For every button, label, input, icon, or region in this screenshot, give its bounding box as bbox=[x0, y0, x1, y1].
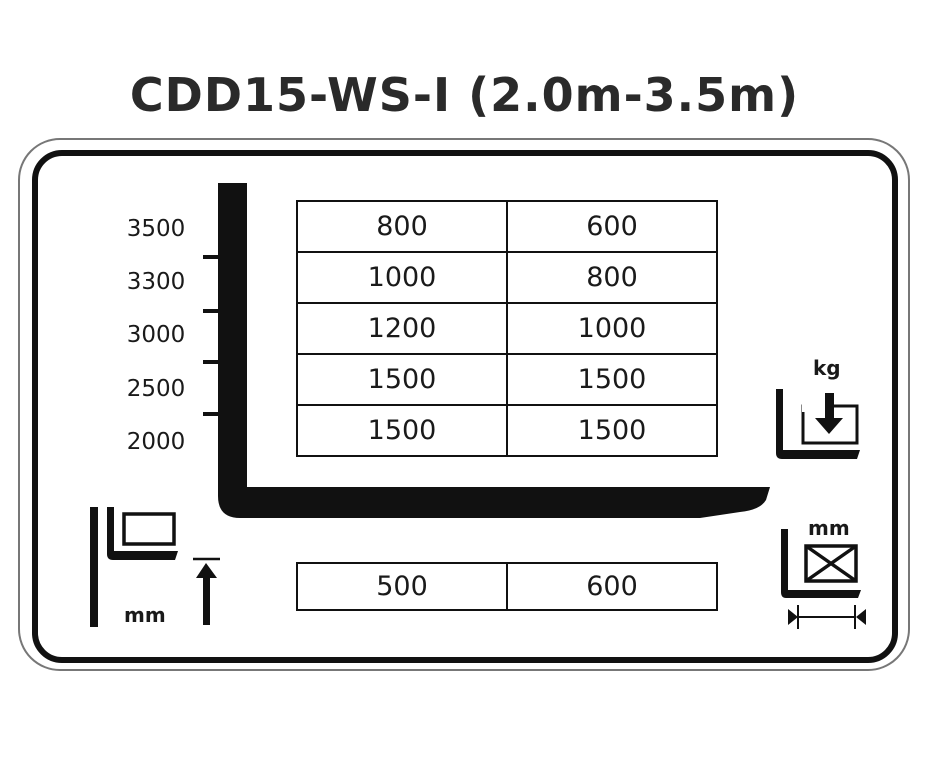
model-title: CDD15-WS-I (2.0m-3.5m) bbox=[129, 68, 800, 122]
load-weight-icon bbox=[776, 389, 860, 459]
inner-frame bbox=[32, 150, 898, 663]
load-center-cell: 600 bbox=[506, 562, 718, 611]
capacity-cell: 1000 bbox=[506, 302, 718, 355]
capacity-cell: 1200 bbox=[296, 302, 508, 355]
center-unit-label: mm bbox=[808, 516, 850, 540]
capacity-cell: 1000 bbox=[296, 251, 508, 304]
capacity-cell: 1500 bbox=[296, 404, 508, 457]
height-label: 2500 bbox=[126, 376, 186, 402]
capacity-cell: 800 bbox=[296, 200, 508, 253]
capacity-cell: 800 bbox=[506, 251, 718, 304]
height-label: 3000 bbox=[126, 322, 186, 348]
capacity-cell: 1500 bbox=[506, 404, 718, 457]
capacity-cell: 1500 bbox=[506, 353, 718, 406]
load-center-icon bbox=[781, 529, 866, 629]
height-label: 3300 bbox=[126, 269, 186, 295]
load-unit-label: kg bbox=[813, 356, 841, 380]
outer-frame bbox=[18, 138, 910, 671]
capacity-cell: 600 bbox=[506, 200, 718, 253]
capacity-cell: 1500 bbox=[296, 353, 508, 406]
lift-height-icon bbox=[90, 507, 220, 627]
height-unit-label: mm bbox=[124, 603, 166, 627]
load-center-cell: 500 bbox=[296, 562, 508, 611]
height-label: 3500 bbox=[126, 216, 186, 242]
height-label: 2000 bbox=[126, 429, 186, 455]
height-ticks bbox=[203, 255, 220, 416]
